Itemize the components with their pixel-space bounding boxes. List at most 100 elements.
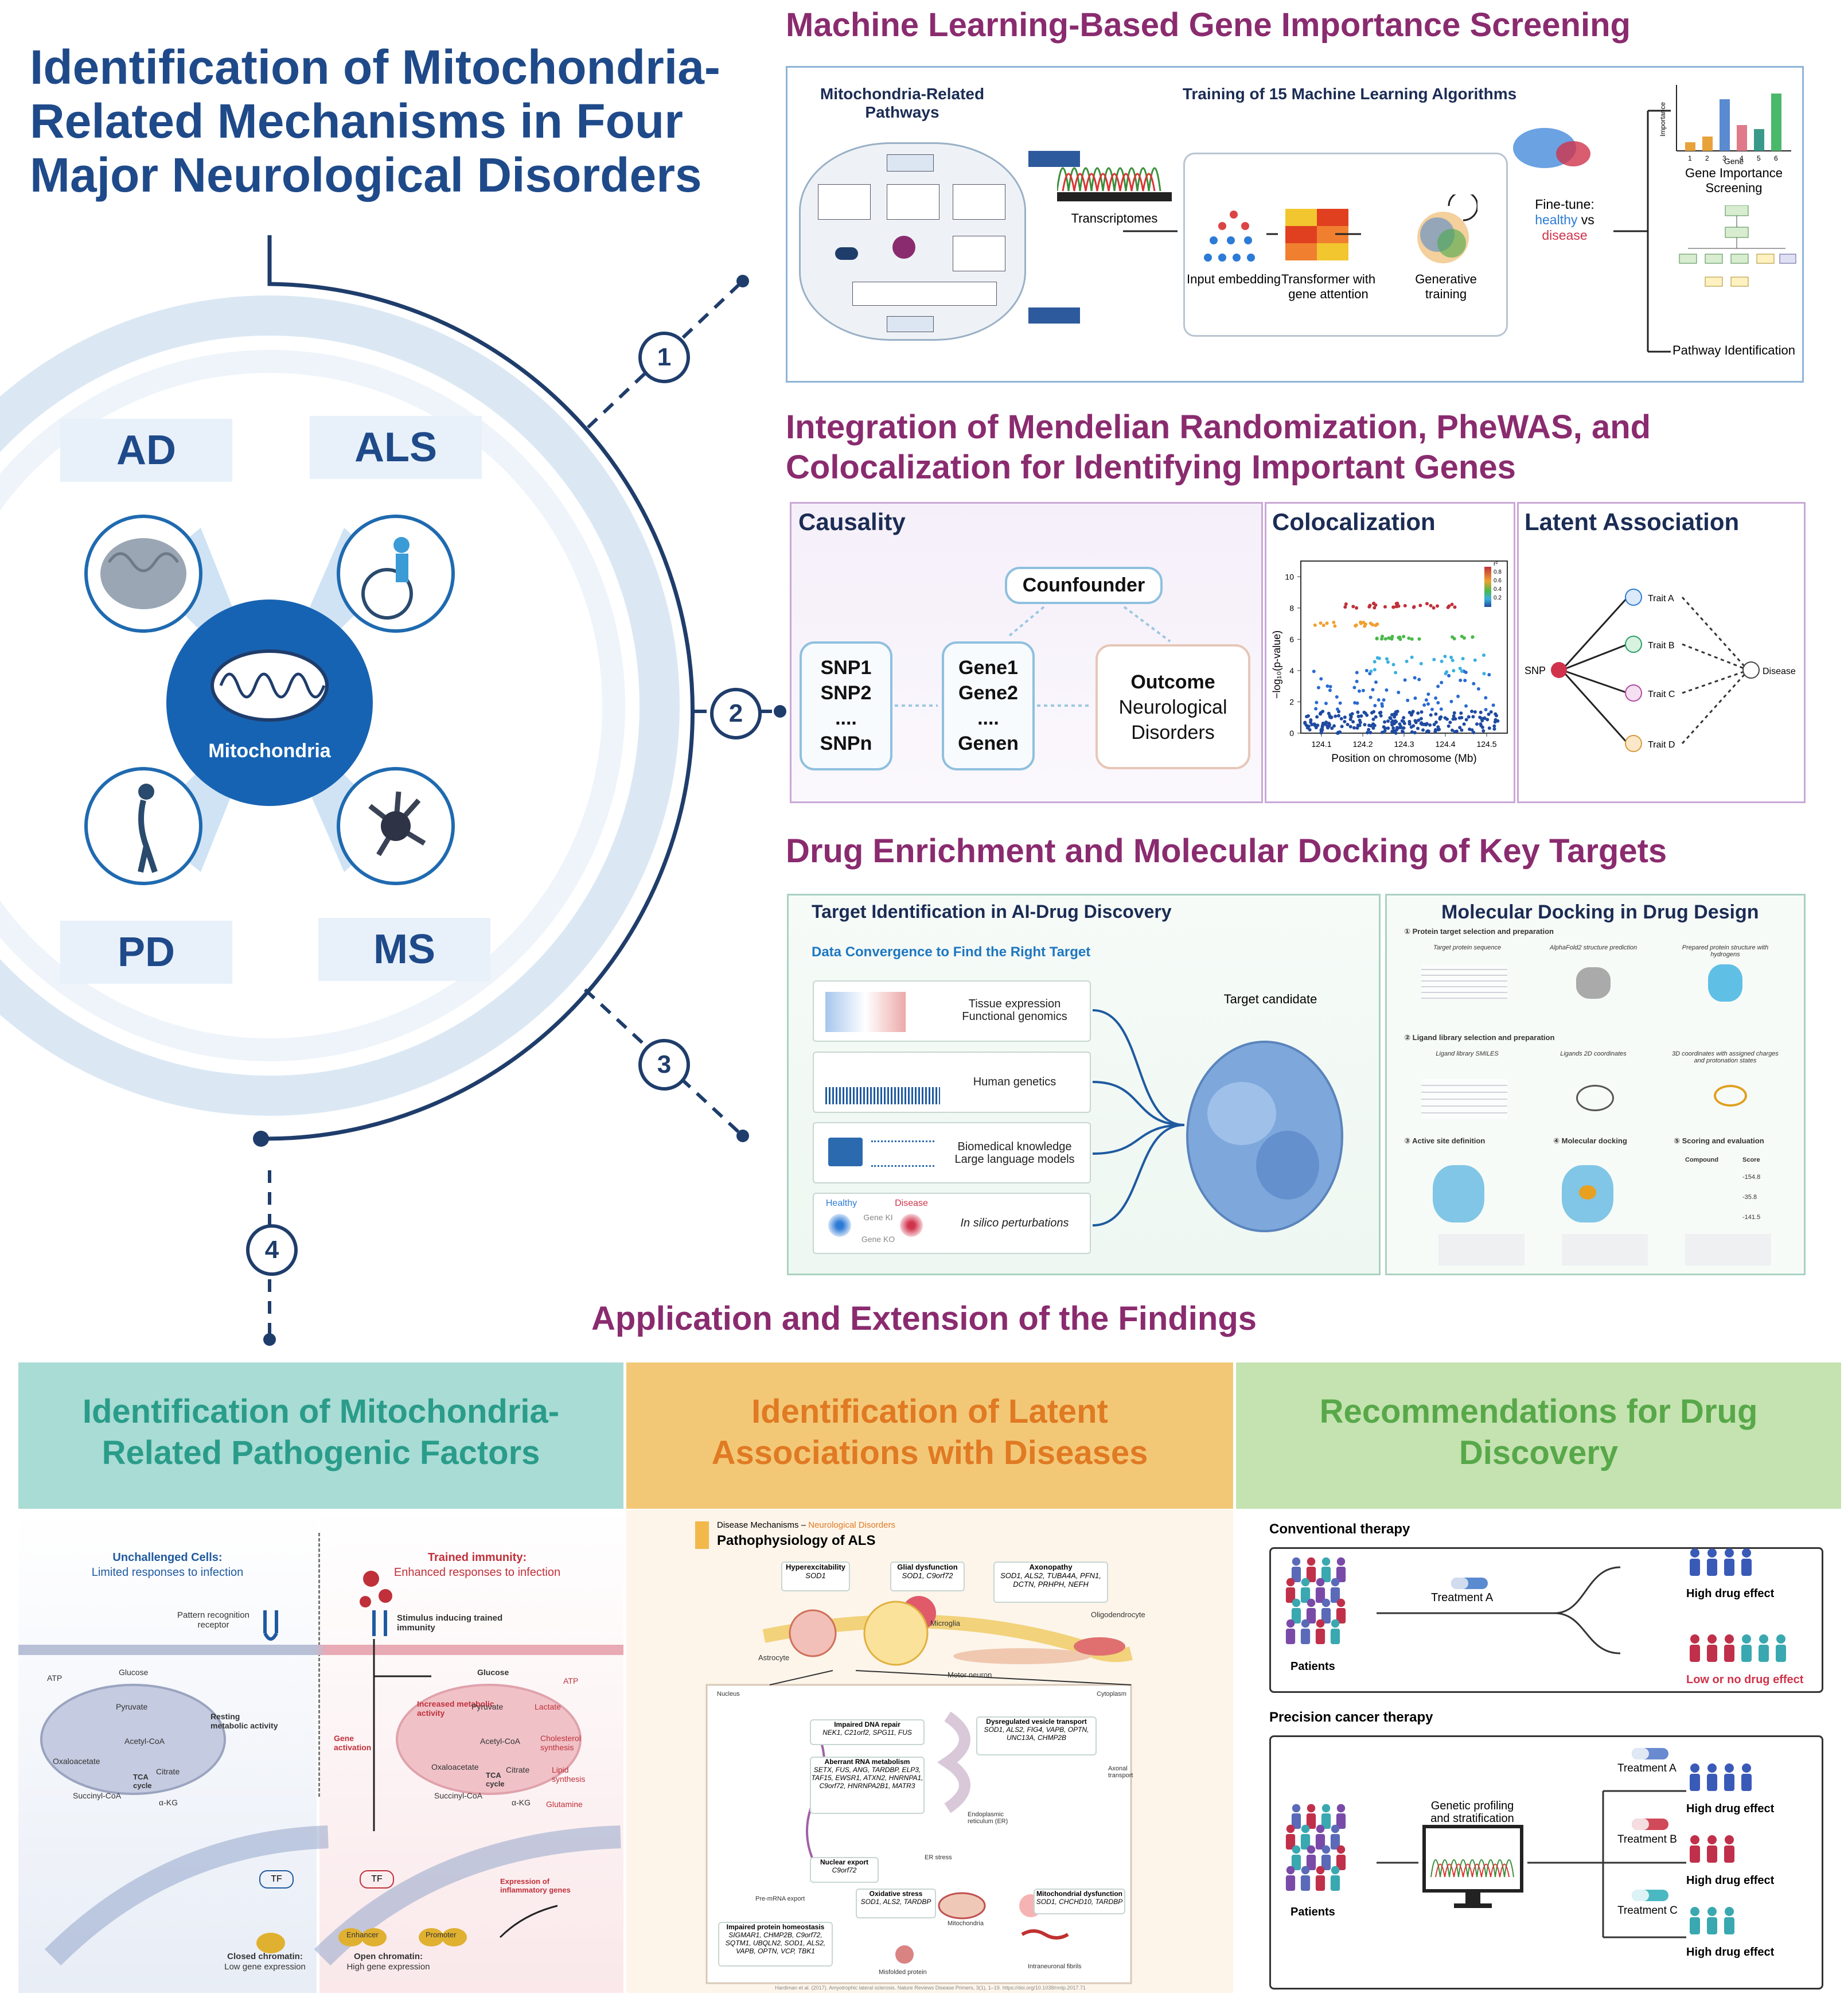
coloc-point bbox=[1492, 724, 1496, 728]
coloc-xtick: 124.4 bbox=[1435, 739, 1455, 749]
coloc-point bbox=[1348, 718, 1352, 722]
coloc-point bbox=[1426, 702, 1430, 706]
coloc-point bbox=[1405, 659, 1409, 663]
person-icon bbox=[1300, 1619, 1311, 1644]
dock-col-1c: Prepared protein structure with hydrogen… bbox=[1682, 944, 1769, 958]
coloc-point bbox=[1371, 717, 1375, 721]
coloc-point bbox=[1440, 680, 1444, 684]
coloc-point bbox=[1306, 714, 1310, 718]
coloc-point bbox=[1406, 698, 1410, 702]
increased-label: Increased metabolic activity bbox=[417, 1699, 494, 1718]
person-icon bbox=[1336, 1557, 1346, 1582]
closed-l1: Closed chromatin: bbox=[227, 1952, 303, 1961]
attention-heatmap bbox=[1285, 209, 1348, 260]
coloc-point bbox=[1432, 723, 1436, 727]
mitochondria-small-label: Mitochondria bbox=[948, 1920, 984, 1927]
coloc-point bbox=[1354, 624, 1358, 628]
person-icon bbox=[1759, 1634, 1769, 1662]
coloc-point bbox=[1373, 703, 1377, 707]
person-icon bbox=[1336, 1845, 1346, 1870]
coloc-point bbox=[1434, 696, 1438, 700]
dock-step-5: ⑤ Scoring and evaluation bbox=[1674, 1136, 1764, 1145]
coloc-point bbox=[1398, 635, 1402, 639]
coloc-point bbox=[1332, 724, 1336, 728]
coloc-point bbox=[1321, 710, 1325, 714]
step-4-badge: 4 bbox=[246, 1224, 298, 1276]
coloc-point bbox=[1487, 726, 1491, 730]
coloc-point bbox=[1324, 702, 1328, 706]
coloc-point bbox=[1371, 623, 1375, 627]
astrocyte-label: Astrocyte bbox=[758, 1653, 790, 1662]
gene-ko-label: Gene KO bbox=[861, 1235, 895, 1244]
gene-importance-label: Gene Gene Importance Screening bbox=[1665, 157, 1803, 196]
conv-treatment-a: Treatment A bbox=[1431, 1591, 1494, 1604]
gene1-text: Gene1 bbox=[958, 657, 1018, 679]
section2-title: Integration of Mendelian Randomization, … bbox=[786, 407, 1651, 488]
mitochondria-hub-graphic bbox=[0, 235, 786, 1346]
closed-l2: Low gene expression bbox=[224, 1962, 306, 1972]
coloc-point bbox=[1359, 621, 1363, 625]
coloc-point bbox=[1374, 624, 1378, 628]
coloc-point bbox=[1444, 672, 1448, 676]
prepared-protein-icon bbox=[1708, 964, 1742, 1002]
coloc-point bbox=[1319, 677, 1323, 681]
main-title: Identification of Mitochondria-Related M… bbox=[30, 40, 720, 202]
conv-low-effect: Low or no drug effect bbox=[1686, 1673, 1804, 1686]
trait-b-label: Trait B bbox=[1648, 641, 1675, 651]
coloc-point bbox=[1495, 714, 1499, 718]
coloc-point bbox=[1439, 707, 1443, 711]
coloc-point bbox=[1314, 707, 1318, 711]
coloc-point bbox=[1369, 669, 1373, 673]
coloc-point bbox=[1369, 730, 1373, 734]
coloc-point bbox=[1464, 718, 1468, 722]
coloc-point bbox=[1413, 731, 1417, 735]
coloc-yaxis-label: −log₁₀(p-value) bbox=[1271, 630, 1282, 699]
cytoplasm-label: Cytoplasm bbox=[1097, 1691, 1126, 1697]
coloc-point bbox=[1303, 721, 1307, 725]
outer-ring bbox=[0, 295, 680, 1116]
coloc-point bbox=[1371, 726, 1375, 730]
conventional-title: Conventional therapy bbox=[1269, 1521, 1410, 1537]
coloc-point bbox=[1351, 605, 1355, 609]
coloc-point bbox=[1385, 657, 1389, 661]
person-icon bbox=[1707, 1548, 1717, 1576]
coloc-point bbox=[1340, 725, 1344, 729]
col2-header: Identification of Latent Associations wi… bbox=[626, 1362, 1233, 1509]
person-icon bbox=[1690, 1907, 1700, 1934]
tf-right: TF bbox=[360, 1870, 394, 1889]
healthy-mini: Healthy bbox=[825, 1198, 857, 1208]
dock-col-2c: 3D coordinates with assigned charges and… bbox=[1672, 1050, 1779, 1064]
coloc-point bbox=[1316, 686, 1320, 690]
person-icon bbox=[1291, 1598, 1301, 1623]
person-icon bbox=[1306, 1845, 1316, 1870]
coloc-point bbox=[1408, 719, 1412, 723]
pathways-title: Mitochondria-Related Pathways bbox=[820, 85, 985, 121]
dock-step-3: ③ Active site definition bbox=[1404, 1136, 1486, 1145]
dock-step-1: ① Protein target selection and preparati… bbox=[1404, 927, 1554, 936]
coloc-legend-3: 0.2 bbox=[1494, 595, 1502, 601]
score-1: -154.8 bbox=[1742, 1174, 1761, 1181]
wheelchair-icon bbox=[337, 515, 455, 633]
person-icon bbox=[1690, 1763, 1700, 1791]
coloc-point bbox=[1363, 723, 1367, 727]
outcome-text: Outcome bbox=[1130, 671, 1215, 693]
patients-label-1: Patients bbox=[1291, 1660, 1335, 1673]
inflammatory-label: Expression of inflammatory genes bbox=[500, 1877, 571, 1894]
coloc-point bbox=[1390, 723, 1394, 727]
step-1-badge: 1 bbox=[638, 332, 690, 383]
coloc-point bbox=[1471, 715, 1475, 719]
coloc-point bbox=[1401, 719, 1405, 723]
person-icon bbox=[1300, 1578, 1311, 1603]
prec-treatment-b: Treatment B bbox=[1617, 1833, 1677, 1846]
person-icon bbox=[1330, 1866, 1340, 1891]
person-icon bbox=[1315, 1824, 1325, 1850]
coloc-point bbox=[1315, 715, 1319, 719]
coloc-point bbox=[1425, 730, 1429, 734]
coloc-point bbox=[1377, 656, 1381, 660]
coloc-point bbox=[1455, 729, 1459, 733]
coloc-point bbox=[1313, 623, 1317, 627]
coloc-point bbox=[1388, 716, 1392, 720]
tf-left: TF bbox=[259, 1870, 294, 1889]
